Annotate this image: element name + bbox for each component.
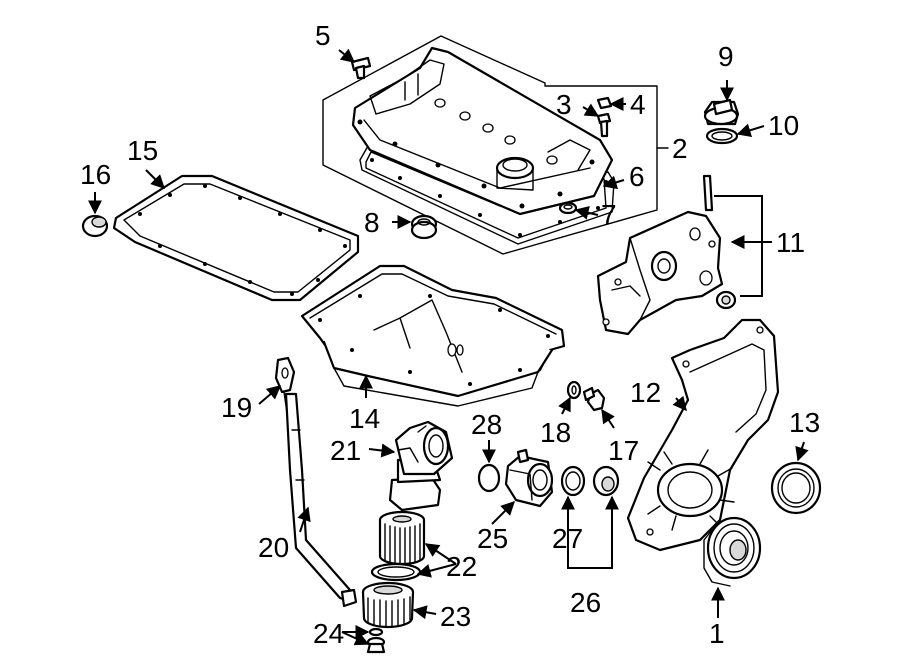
- callout-23: 23: [440, 601, 471, 632]
- callout-18: 18: [540, 417, 571, 448]
- callout-21: 21: [330, 435, 361, 466]
- callout-10: 10: [768, 110, 799, 141]
- grommet-8: [410, 214, 438, 240]
- timing-cover-upper: [596, 210, 724, 336]
- callout-8: 8: [364, 207, 380, 238]
- leader-lines: [88, 48, 809, 646]
- callout-17: 17: [608, 435, 639, 466]
- callout-16: 16: [80, 159, 111, 190]
- callout-20: 20: [258, 532, 289, 563]
- crankshaft-pulley: [703, 516, 762, 587]
- adapter-26: [592, 465, 620, 497]
- callout-3: 3: [556, 89, 572, 120]
- callout-22: 22: [446, 551, 477, 582]
- seal-27: [560, 465, 586, 497]
- valve-cover-group-frame: [322, 35, 669, 255]
- crank-seal-13: [770, 461, 822, 515]
- plug-16: [81, 214, 109, 238]
- callout-25: 25: [477, 523, 508, 554]
- filter-o-ring: [370, 562, 422, 582]
- oil-filler-cap: [703, 98, 740, 126]
- pin-11: [702, 174, 714, 212]
- callout-24: 24: [313, 618, 344, 649]
- callout-11: 11: [776, 227, 805, 258]
- oil-pan: [300, 264, 566, 407]
- bolt-3: [596, 112, 612, 138]
- seal-11: [715, 290, 737, 310]
- oil-filter-element: [378, 510, 426, 566]
- callout-12: 12: [630, 377, 661, 408]
- oil-pressure-sensor: [582, 386, 606, 412]
- callout-19: 19: [221, 392, 252, 423]
- callout-27: 27: [552, 523, 583, 554]
- callout-9: 9: [718, 41, 734, 72]
- bracket-11: [714, 195, 772, 297]
- valve-cover-bolt-5: [350, 56, 372, 80]
- seal-28: [477, 463, 501, 493]
- callout-5: 5: [315, 20, 331, 51]
- washer-18: [566, 380, 582, 400]
- bracket-26: [567, 512, 613, 569]
- oil-cooler: [504, 448, 554, 508]
- oil-pan-gasket: [112, 174, 360, 302]
- oil-filter-housing: [388, 420, 454, 512]
- callout-7: 7: [601, 199, 617, 230]
- nut-4: [596, 96, 613, 110]
- callout-1: 1: [709, 618, 725, 649]
- callout-14: 14: [349, 403, 380, 434]
- callout-28: 28: [471, 409, 502, 440]
- callout-15: 15: [127, 135, 158, 166]
- filter-cap: [361, 581, 415, 629]
- callout-4: 4: [630, 89, 646, 120]
- valve-cover: [351, 46, 614, 216]
- dipstick-tube: [284, 392, 358, 608]
- timing-cover-lower: [626, 318, 780, 552]
- filler-cap-seal: [705, 127, 739, 145]
- callout-26: 26: [570, 587, 601, 618]
- callout-2: 2: [672, 133, 688, 164]
- callout-labels: 1 2 3 4 5 6 7 8 9 10 11 12 13 14 15 16 1…: [80, 20, 820, 649]
- callout-13: 13: [789, 407, 820, 438]
- seal-7: [558, 201, 578, 215]
- callout-6: 6: [629, 161, 645, 192]
- drain-plug: [366, 627, 386, 654]
